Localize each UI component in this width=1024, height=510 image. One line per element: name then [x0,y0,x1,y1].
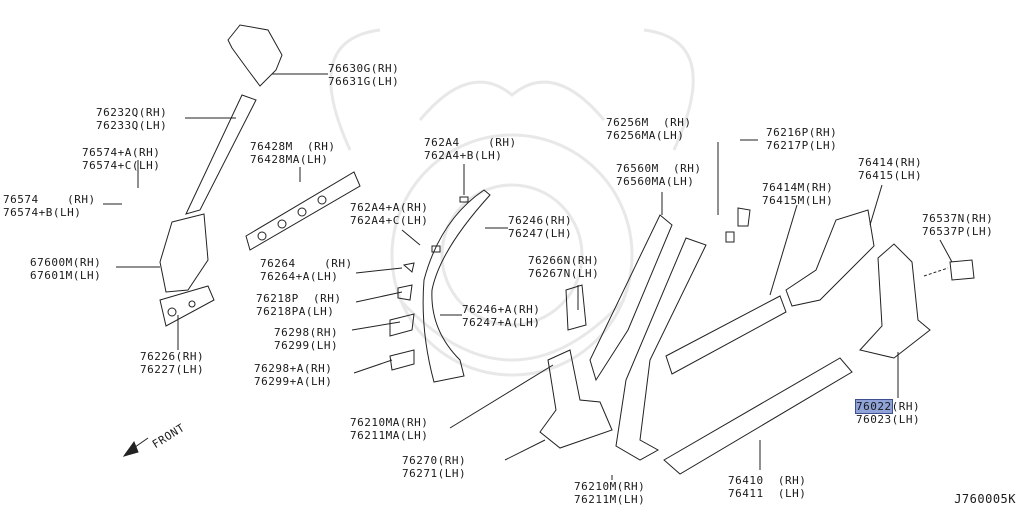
part-label-76232q: 76232Q(RH)76233Q(LH) [96,106,168,132]
part-label-76256m: 76256M (RH)76256MA(LH) [606,116,692,142]
part-shapes [159,24,975,475]
diagram-code: J760005K [954,492,1016,506]
part-label-67600m: 67600M(RH)67601M(LH) [30,256,102,282]
part-label-76428m: 76428M (RH)76428MA(LH) [250,140,336,166]
part-label-76574: 76574 (RH)76574+B(LH) [3,193,96,219]
part-label-76630g: 76630G(RH)76631G(LH) [328,62,400,88]
part-label-76414m: 76414M(RH)76415M(LH) [762,181,834,207]
part-label-76560m: 76560M (RH)76560MA(LH) [616,162,702,188]
part-label-76298: 76298(RH)76299(LH) [274,326,339,352]
part-label-76210ma: 76210MA(RH)76211MA(LH) [350,416,429,442]
part-label-76414: 76414(RH)76415(LH) [858,156,923,182]
part-label-76210m: 76210M(RH)76211M(LH) [574,480,646,506]
highlighted-part-number[interactable]: 76022 [855,399,893,414]
part-label-76264: 76264 (RH)76264+A(LH) [260,257,353,283]
part-label-76246: 76246(RH)76247(LH) [508,214,573,240]
dashed-connector [923,267,949,277]
part-label-76266n: 76266N(RH)76267N(LH) [528,254,600,280]
part-label-76226: 76226(RH)76227(LH) [140,350,205,376]
part-label-76410: 76410 (RH)76411 (LH) [728,474,807,500]
part-label-762a4: 762A4 (RH)762A4+B(LH) [424,136,517,162]
part-label-76298a: 76298+A(RH)76299+A(LH) [254,362,333,388]
part-label-76022[interactable]: 76022(RH)76023(LH) [855,399,921,426]
part-label-76270: 76270(RH)76271(LH) [402,454,467,480]
leader-lines [103,73,953,480]
part-label-762a4a: 762A4+A(RH)762A4+C(LH) [350,201,429,227]
part-label-76574a: 76574+A(RH)76574+C(LH) [82,146,161,172]
front-arrow-icon [122,437,149,457]
watermark-emblem [329,28,695,377]
part-label-76218p: 76218P (RH)76218PA(LH) [256,292,342,318]
part-label-76216p: 76216P(RH)76217P(LH) [766,126,838,152]
part-label-76246a: 76246+A(RH)76247+A(LH) [462,303,541,329]
part-label-76537n: 76537N(RH)76537P(LH) [922,212,994,238]
